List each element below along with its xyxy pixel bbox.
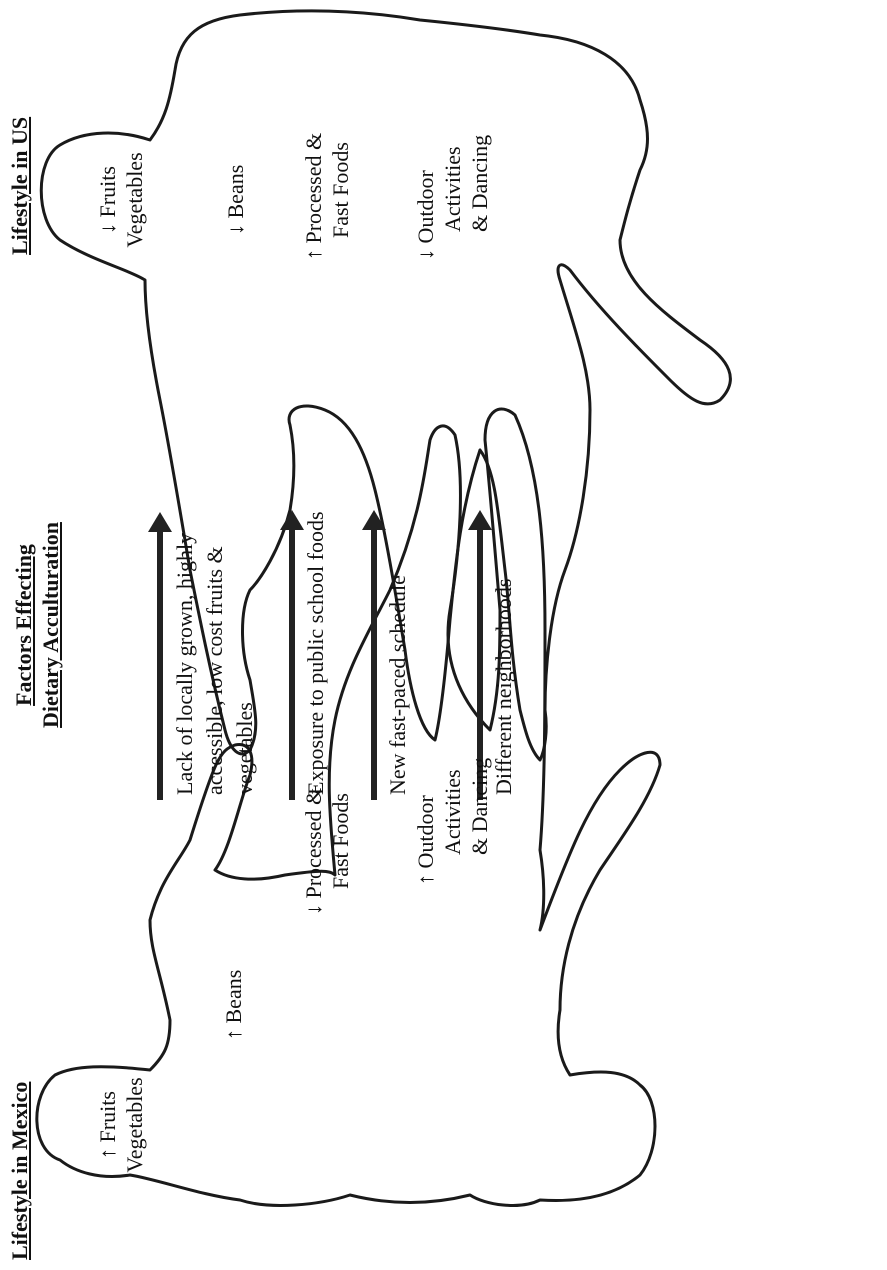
factors-title: Factors Effecting Dietary Acculturation [10, 485, 64, 765]
factor-arrow-1 [148, 512, 172, 800]
mexico-legs-label: ↑ Outdoor Activities & Dancing [412, 758, 493, 885]
factor-1-line2: accessible, low cost fruits & [200, 533, 230, 795]
factors-title-line1: Factors Effecting [10, 485, 37, 765]
mexico-abdomen-line1: Processed & [301, 788, 326, 899]
us-title: Lifestyle in US [6, 117, 33, 255]
arrow-up-icon: ↑ [221, 1029, 246, 1040]
us-legs-line3: & Dancing [466, 135, 493, 260]
factor-arrow-3 [362, 510, 386, 800]
factor-1-line1: Lack of locally grown, highly [170, 533, 200, 795]
us-abdomen-label: ↑ Processed & Fast Foods [300, 133, 354, 260]
mexico-abdomen-line2: Fast Foods [327, 788, 354, 915]
mexico-head-line1: Fruits [95, 1091, 120, 1142]
us-abdomen-line2: Fast Foods [327, 133, 354, 260]
mexico-head-line2: Vegetables [121, 1065, 148, 1185]
us-legs-label: ↓ Outdoor Activities & Dancing [412, 135, 493, 260]
factor-arrow-2 [280, 510, 304, 800]
mexico-legs-line1: Outdoor [413, 795, 438, 868]
mexico-head-label: ↑ Fruits Vegetables [94, 1065, 148, 1185]
mexico-abdomen-label: ↓ Processed & Fast Foods [300, 788, 354, 915]
mexico-chest-label: ↑ Beans [220, 970, 247, 1040]
factor-1-line3: vegetables [230, 533, 260, 795]
factor-item-1: Lack of locally grown, highly accessible… [170, 533, 260, 795]
arrow-up-icon: ↑ [301, 249, 326, 260]
us-head-label: ↓ Fruits Vegetables [94, 140, 148, 260]
arrow-down-icon: ↓ [413, 249, 438, 260]
factor-item-3: New fast-paced schedule [384, 575, 411, 795]
mexico-legs-line3: & Dancing [466, 758, 493, 885]
us-chest-text: Beans [223, 165, 248, 219]
us-legs-line1: Outdoor [413, 170, 438, 243]
arrow-down-icon: ↓ [95, 223, 120, 234]
us-abdomen-line1: Processed & [301, 133, 326, 244]
mexico-legs-line2: Activities [439, 758, 466, 885]
us-legs-line2: Activities [439, 135, 466, 260]
mexico-chest-text: Beans [221, 970, 246, 1024]
us-head-line2: Vegetables [121, 140, 148, 260]
arrow-down-icon: ↓ [301, 904, 326, 915]
arrow-down-icon: ↓ [223, 224, 248, 235]
factor-item-4: Different neighborhoods [490, 579, 517, 796]
factor-item-2: Exposure to public school foods [302, 511, 329, 795]
factors-title-line2: Dietary Acculturation [37, 485, 64, 765]
arrow-up-icon: ↑ [95, 1148, 120, 1159]
us-head-line1: Fruits [95, 166, 120, 217]
us-chest-label: ↓ Beans [222, 165, 249, 235]
factor-arrow-4 [468, 510, 492, 800]
mexico-title: Lifestyle in Mexico [6, 1082, 33, 1260]
arrow-up-icon: ↑ [413, 874, 438, 885]
